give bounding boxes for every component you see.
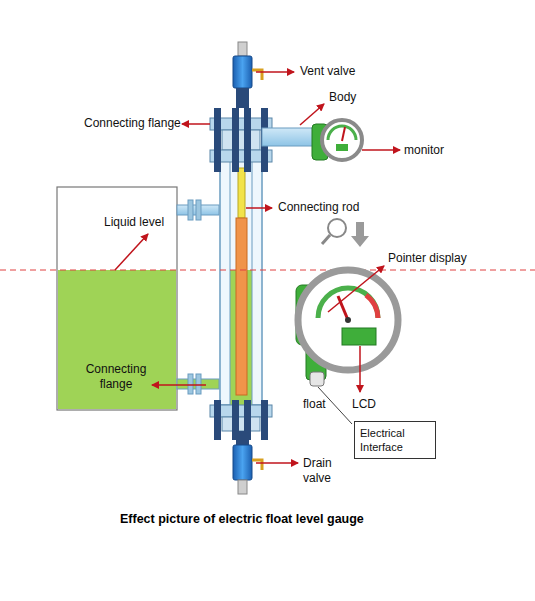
part-label: Drain valve [303,456,343,486]
part-label: monitor [404,143,444,158]
part-label: Connecting rod [278,200,359,215]
part-label: float [303,397,326,412]
part-label: LCD [352,397,376,412]
node-text: Electrical Interface [360,426,430,454]
interface-box: Electrical Interface [354,421,436,459]
part-label: Body [329,90,356,105]
part-label: Vent valve [300,64,355,79]
part-label: Pointer display [388,251,467,266]
caption: Effect picture of electric float level g… [120,512,364,526]
part-label: Connecting flange [84,116,181,131]
part-label: Liquid level [104,215,164,230]
part-label: Connecting flange [80,362,152,392]
